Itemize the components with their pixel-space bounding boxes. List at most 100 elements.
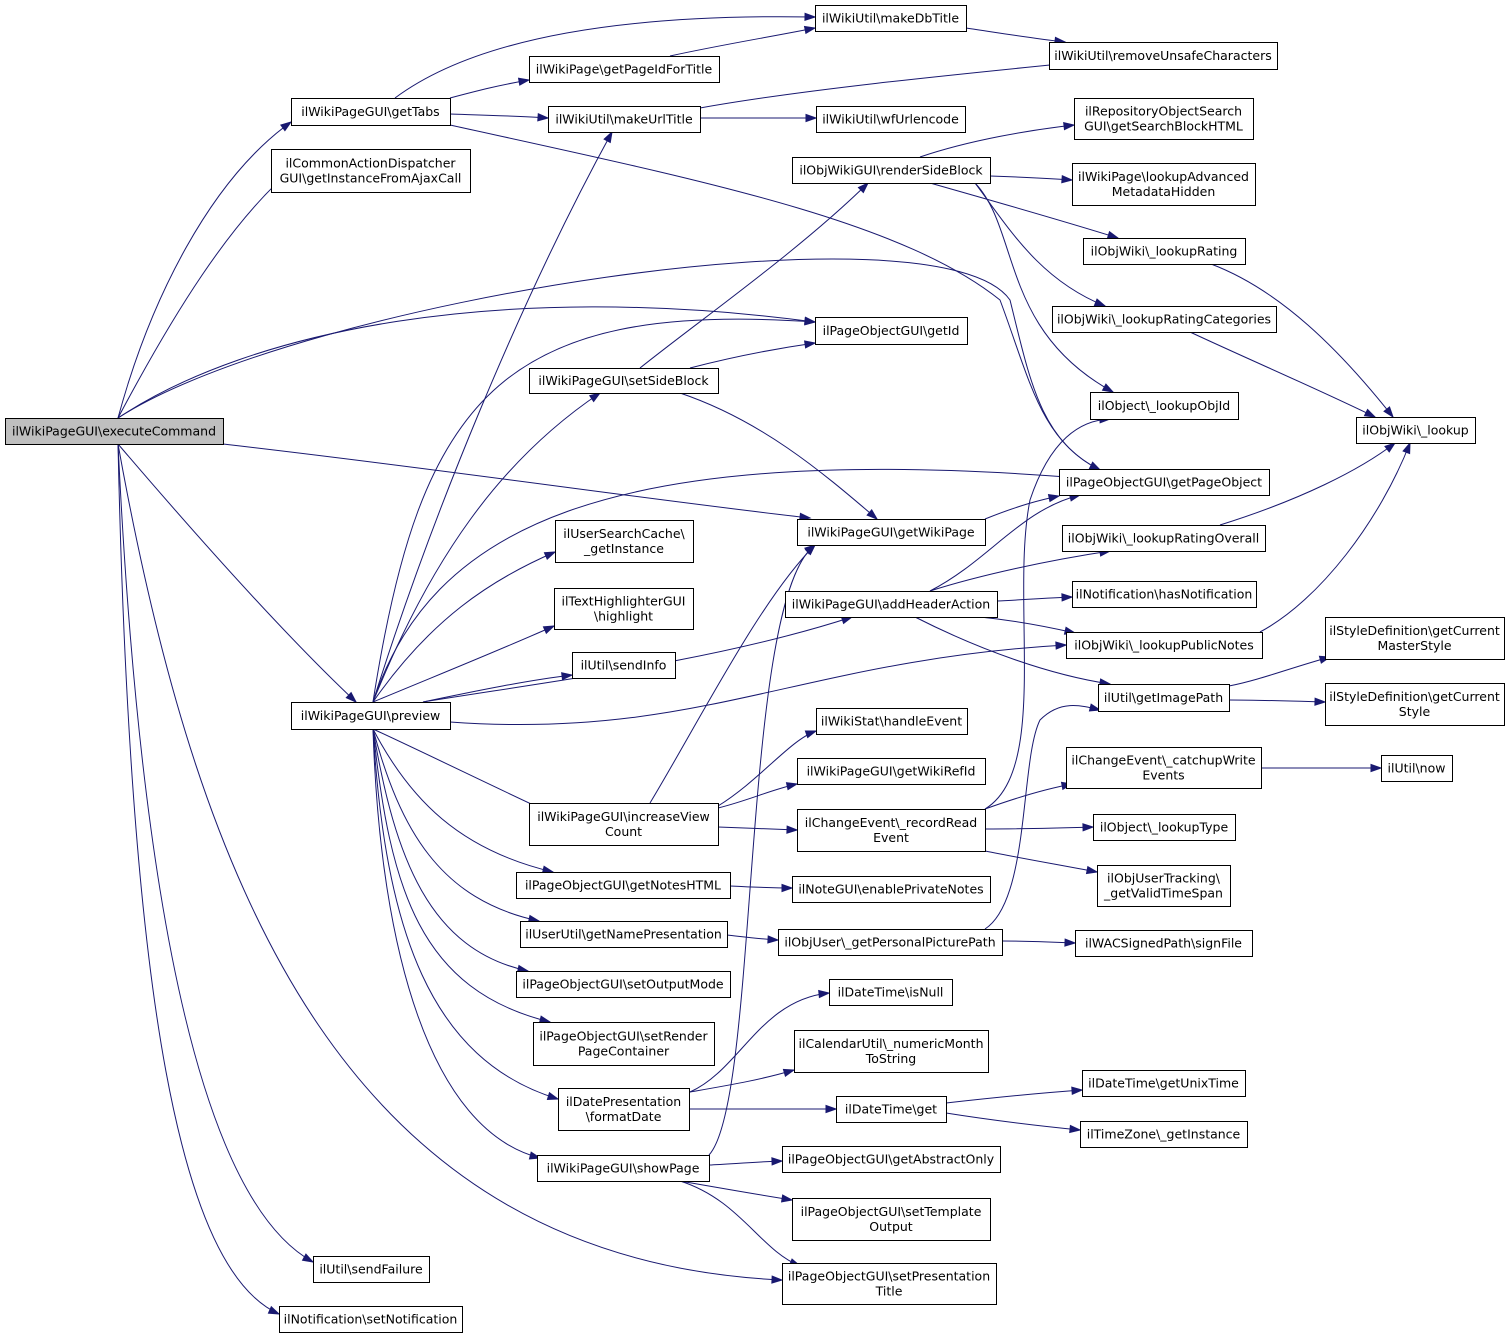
edge-execute-setNotification (117, 443, 281, 1315)
node-label: ilCommonActionDispatcher (285, 156, 456, 171)
edge-line (372, 728, 554, 873)
node-hasNotification: ilNotification\hasNotification (1072, 581, 1257, 608)
arrowhead-icon (1314, 697, 1327, 706)
node-box (291, 98, 451, 126)
edge-personalPicture-signFile (1001, 938, 1077, 947)
edge-line (372, 625, 555, 703)
node-box (279, 1306, 463, 1333)
edge-dtGet-getUnixTime (945, 1086, 1084, 1104)
edge-line (449, 113, 549, 119)
node-lookupPublicNotes: ilObjWiki\_lookupPublicNotes (1066, 632, 1263, 659)
edge-line (372, 728, 551, 1023)
node-lookupRating: ilObjWiki\_lookupRating (1083, 238, 1246, 265)
node-label: ilWikiPage\lookupAdvanced (1078, 169, 1249, 184)
node-signFile: ilWACSignedPath\signFile (1075, 930, 1253, 957)
node-label: Style (1399, 704, 1431, 719)
node-box (1098, 684, 1230, 712)
edge-line (929, 182, 1119, 239)
edge-line (372, 468, 1081, 703)
node-box (794, 1030, 989, 1073)
edge-getWikiPage-getPageObject (984, 494, 1061, 520)
node-label: ilPageObjectGUI\getPageObject (1066, 475, 1262, 490)
edge-line (449, 79, 530, 99)
edge-line (394, 16, 816, 99)
edge-line (449, 644, 1067, 726)
arrowhead-icon (1047, 494, 1061, 503)
node-removeUnsafe: ilWikiUtil\removeUnsafeCharacters (1049, 42, 1278, 70)
arrowhead-icon (1055, 641, 1068, 650)
edge-preview-setRenderPC (372, 728, 552, 1024)
node-setOutputMode: ilPageObjectGUI\setOutputMode (516, 971, 731, 998)
node-box (785, 591, 998, 618)
node-label: Events (1142, 768, 1184, 783)
node-validTimeSpan: ilObjUserTracking\_getValidTimeSpan (1097, 865, 1231, 907)
edge-recordRead-validTimeSpan (984, 850, 1099, 875)
node-box (1072, 581, 1257, 608)
node-label: ilUtil\sendFailure (319, 1262, 423, 1277)
node-label: ilNotification\setNotification (284, 1312, 458, 1327)
arrowhead-icon (771, 1157, 784, 1166)
node-label: ilWikiPageGUI\preview (301, 708, 440, 723)
node-box (555, 520, 694, 563)
node-label: ilWikiPageGUI\getWikiRefId (807, 764, 976, 779)
edge-getImagePath-styleMaster (1228, 655, 1332, 687)
node-label: ilWikiUtil\wfUrlencode (822, 112, 959, 127)
edge-renderSideBlock-lookupAdvMeta (989, 175, 1074, 184)
edge-line (1189, 331, 1376, 418)
edge-lookupPublicNotes-lookup (1259, 441, 1411, 633)
node-box (1072, 163, 1256, 206)
edge-execute-cmdDisp (117, 164, 299, 419)
edge-line (372, 728, 559, 1100)
edge-lookupRatingOverall-lookup (1219, 442, 1397, 526)
edge-execute-sendFailure (117, 443, 315, 1263)
node-label: Count (605, 824, 642, 839)
node-box (1075, 930, 1253, 957)
arrowhead-icon (1069, 1124, 1082, 1134)
edge-renderSideBlock-lookupObjId (974, 182, 1115, 393)
node-label: ilWikiPageGUI\showPage (547, 1161, 700, 1176)
edge-line (929, 550, 1111, 592)
node-box (797, 809, 986, 852)
node-box (1083, 238, 1246, 265)
arrowhead-icon (537, 113, 550, 122)
edge-preview-sendInfo (422, 672, 574, 703)
node-label: ilWikiPageGUI\getTabs (301, 104, 439, 119)
node-box (5, 418, 224, 445)
node-getWikiPage: ilWikiPageGUI\getWikiPage (797, 519, 986, 546)
node-label: ilPageObjectGUI\setRender (539, 1029, 708, 1044)
edge-line (914, 616, 1111, 685)
node-label: \formatDate (586, 1109, 662, 1124)
arrowhead-icon (805, 113, 818, 123)
edge-line (669, 27, 816, 57)
node-label: ilUtil\getImagePath (1104, 690, 1223, 705)
edge-lookupRatingCat-lookup (1189, 331, 1377, 418)
node-getNamePres: ilUserUtil\getNamePresentation (520, 921, 728, 948)
node-utilNow: ilUtil\now (1381, 755, 1453, 782)
node-label: ilNoteGUI\enablePrivateNotes (798, 882, 983, 897)
edge-line (984, 850, 1098, 873)
node-makeDbTitle: ilWikiUtil\makeDbTitle (815, 5, 967, 32)
node-lookupRatingCat: ilObjWiki\_lookupRatingCategories (1052, 306, 1277, 333)
edge-preview-lookupPublicNotes (449, 641, 1068, 726)
node-box (516, 872, 731, 899)
node-label: ilStyleDefinition\getCurrent (1329, 623, 1500, 638)
edge-showPage-abstractOnly (708, 1157, 784, 1166)
node-box (797, 519, 986, 546)
node-box (572, 652, 676, 679)
node-label: ilCalendarUtil\_numericMonth (799, 1036, 984, 1051)
edge-setSideBlock-getId (689, 340, 817, 369)
node-getImagePath: ilUtil\getImagePath (1098, 684, 1230, 712)
edge-addHeaderAction-lookupPublicNotes (979, 616, 1077, 635)
node-box (816, 106, 966, 133)
edge-preview-textHighlighter (372, 625, 556, 703)
edge-line (979, 616, 1076, 634)
node-label: GUI\getInstanceFromAjaxCall (280, 171, 462, 186)
node-label: ilObjWiki\_lookupRatingCategories (1057, 312, 1271, 327)
node-label: ilObjWiki\_lookup (1362, 423, 1468, 438)
arrowhead-icon (1071, 1086, 1084, 1095)
arrowhead-icon (603, 130, 613, 144)
